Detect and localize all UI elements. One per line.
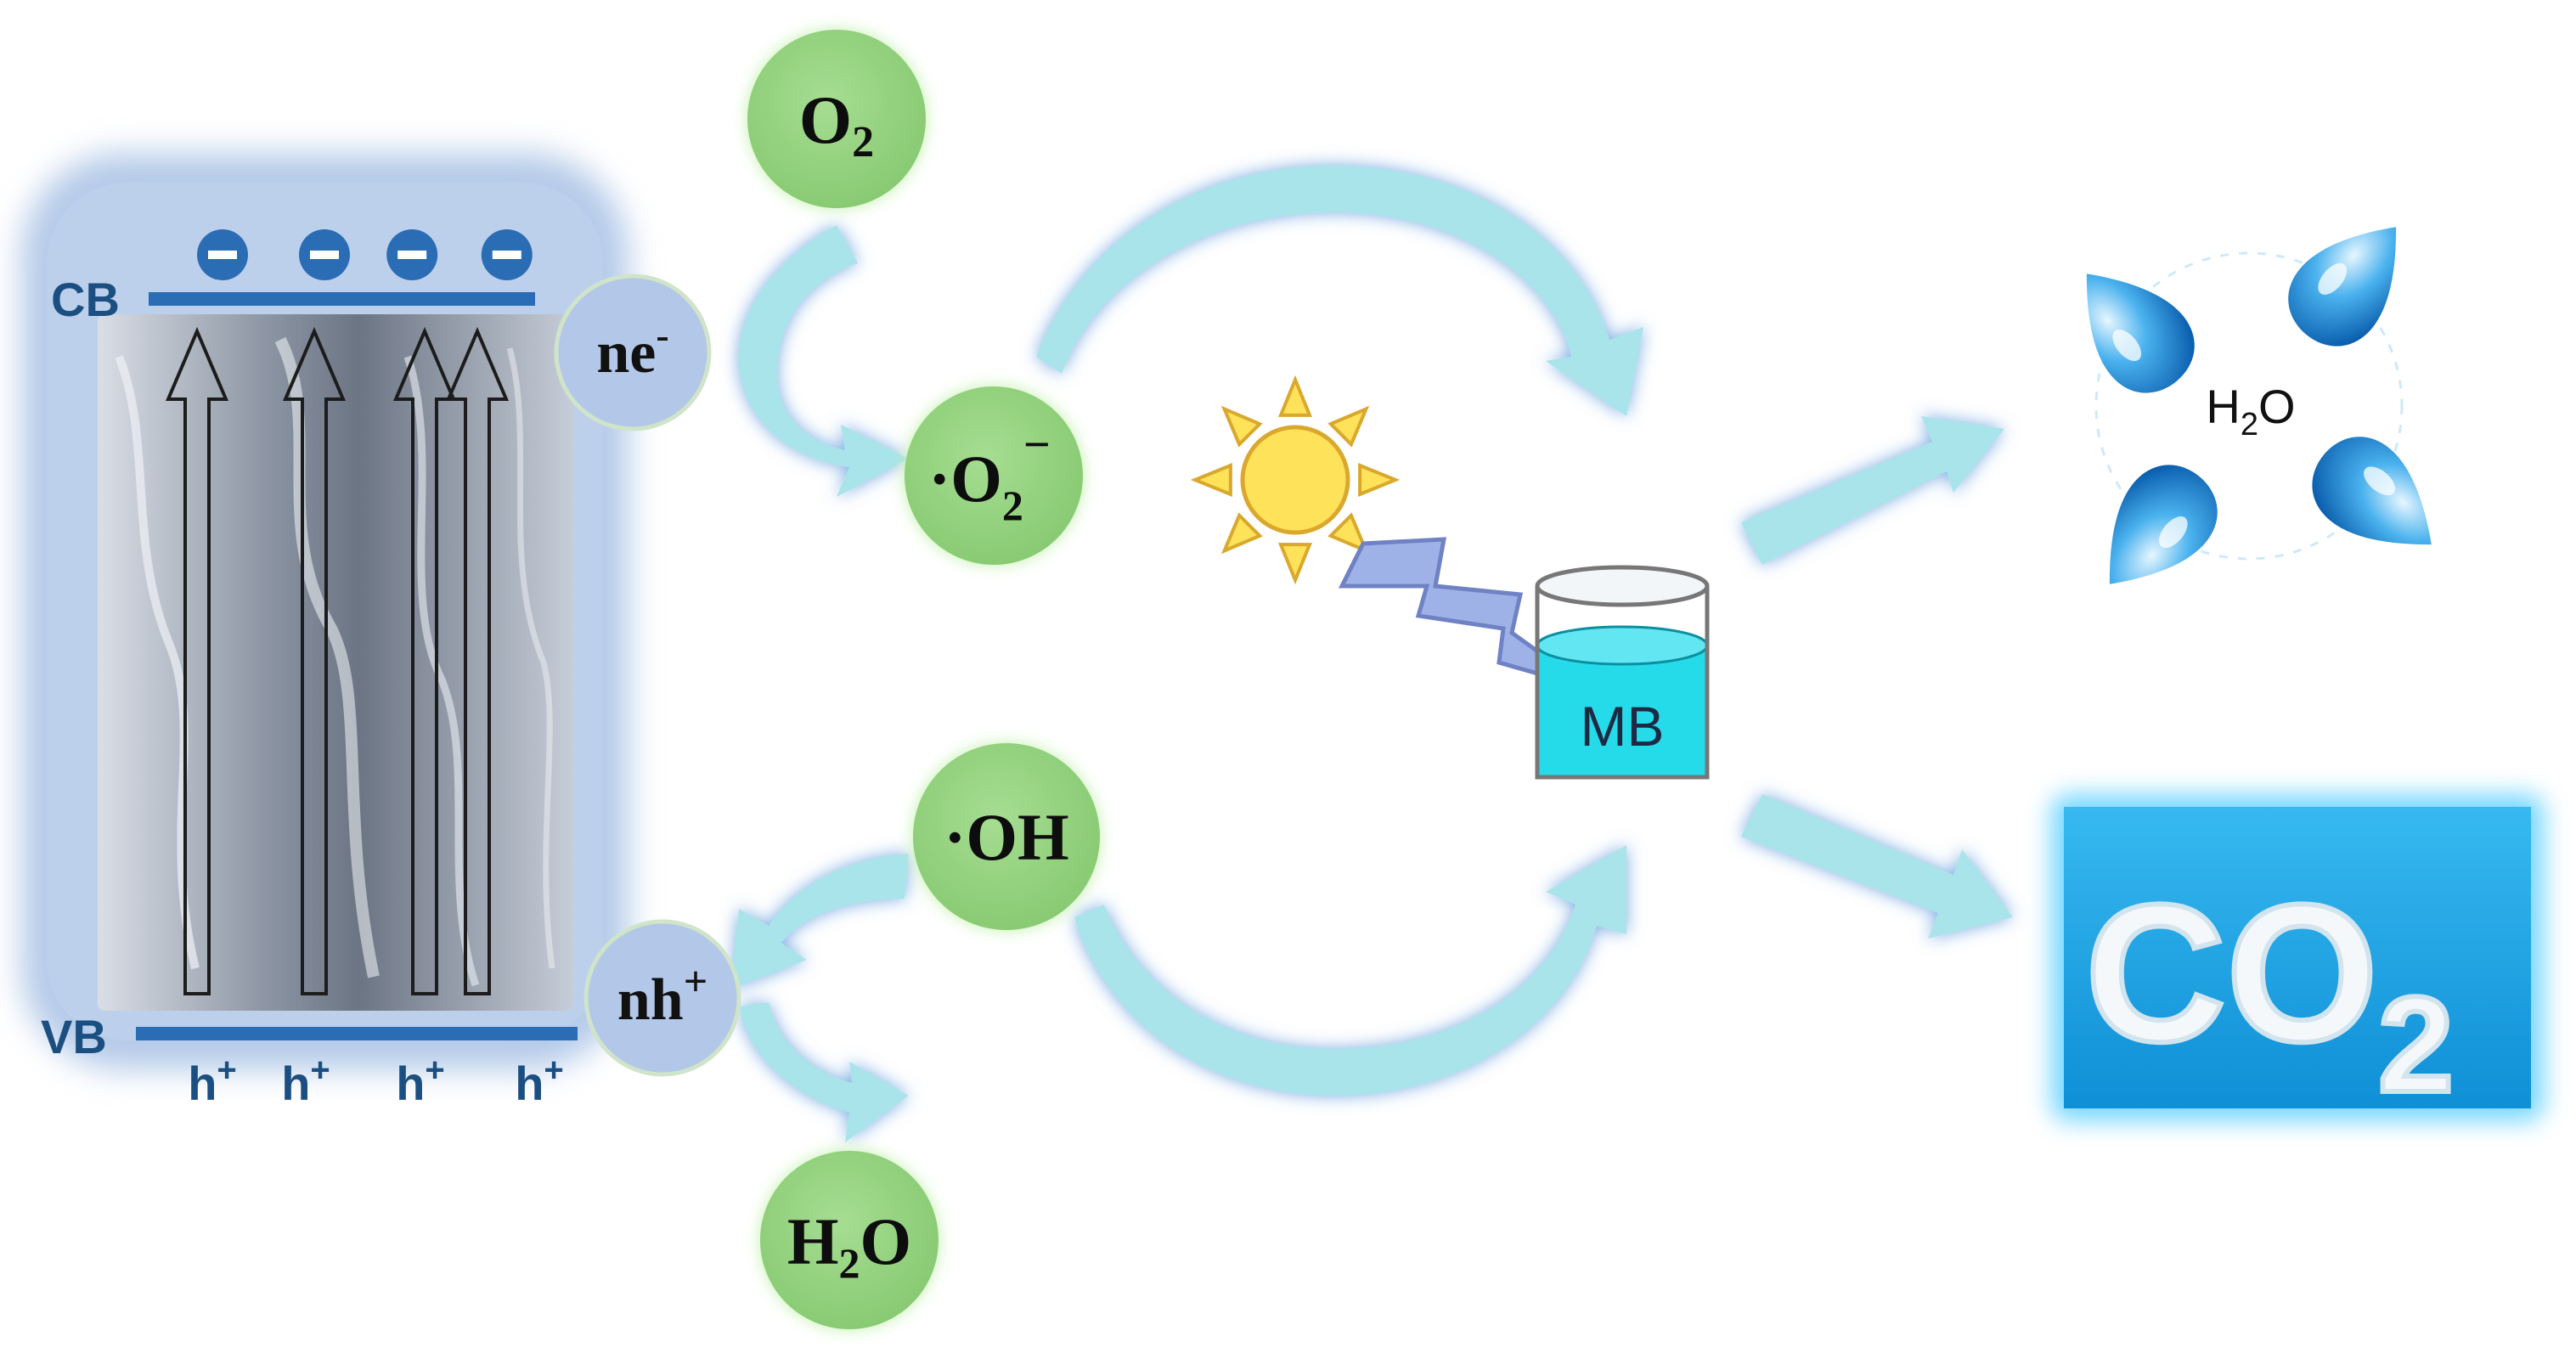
product-water-o: O — [2258, 380, 2296, 433]
hole-marker: h+ — [188, 1051, 237, 1110]
superoxide-sup: − — [1023, 419, 1051, 471]
water-label-o: O — [860, 1204, 912, 1278]
water-droplet — [2312, 437, 2432, 545]
sun-ray — [1190, 463, 1232, 497]
product-water-h: H — [2206, 380, 2240, 433]
excitation-arrow — [445, 326, 510, 995]
hole-carrier: nh+ — [583, 919, 741, 1077]
oxygen-species: O2 — [747, 30, 926, 208]
water-species: H2O — [760, 1151, 939, 1329]
arrow-mb-to-co2 — [1741, 794, 2013, 939]
svg-text:H2O: H2O — [787, 1204, 911, 1287]
water-label-h: H — [787, 1204, 839, 1278]
water-droplets-icon: H2O — [2086, 227, 2432, 584]
oxygen-label: O — [799, 83, 852, 158]
svg-text:H2O: H2O — [2206, 380, 2295, 443]
product-water-sub: 2 — [2241, 407, 2258, 443]
arrow-holes-to-water — [739, 1002, 909, 1142]
hydroxyl-label: ·OH — [944, 800, 1068, 874]
product-co2-sub: 2 — [2378, 968, 2454, 1120]
hole-marker: h+ — [281, 1051, 330, 1110]
electrons-sup: - — [656, 313, 668, 357]
arrow-o2-to-superoxide — [738, 225, 909, 497]
electron-marker — [481, 229, 533, 280]
semiconductor-panel: CB VB h+ h+ h+ h+ — [21, 153, 628, 1110]
electron-carrier: ne- — [554, 273, 712, 431]
flow-arrows — [730, 166, 2013, 1142]
electron-marker — [299, 229, 350, 280]
svg-text:O2: O2 — [799, 83, 874, 166]
arrow-hydroxyl-to-mb — [1074, 845, 1626, 1096]
hole-marker: h+ — [396, 1051, 445, 1110]
electrons-label: ne — [596, 320, 656, 386]
excitation-arrow — [282, 326, 347, 995]
sun-icon — [1190, 375, 1401, 585]
oxygen-sub: 2 — [852, 118, 874, 166]
sem-micrograph — [98, 314, 573, 1011]
excitation-arrow — [392, 326, 457, 995]
cb-label: CB — [51, 273, 120, 326]
sun-ray — [1327, 405, 1370, 448]
holes-label: nh — [617, 967, 684, 1033]
vb-label: VB — [41, 1010, 107, 1063]
sun-ray — [1327, 512, 1370, 555]
holes-sup: + — [684, 957, 708, 1005]
excitation-arrow — [165, 326, 229, 995]
sun-ray — [1220, 512, 1263, 555]
svg-text:ne-: ne- — [596, 313, 668, 386]
superoxide-label: ·O — [928, 442, 1002, 516]
sun-ray — [1220, 405, 1263, 448]
water-droplet — [2288, 227, 2397, 347]
excitation-arrows — [165, 326, 510, 995]
beaker-label: MB — [1581, 695, 1665, 758]
cloud-text-co2-icon: CO2 — [2051, 794, 2544, 1123]
arrow-hydroxyl-to-holes — [730, 854, 909, 989]
electron-marker — [386, 229, 438, 280]
sun-ray — [1278, 543, 1312, 585]
arrow-superoxide-to-mb — [1036, 166, 1643, 416]
superoxide-sub: 2 — [1002, 482, 1023, 529]
hole-marker: h+ — [515, 1051, 564, 1110]
hole-markers: h+ h+ h+ h+ — [188, 1051, 564, 1110]
electron-marker — [197, 229, 248, 280]
sun-ray — [1278, 375, 1312, 417]
product-co2-main: CO — [2085, 864, 2378, 1082]
svg-text:nh+: nh+ — [617, 957, 707, 1033]
water-droplet — [2086, 273, 2195, 393]
beaker-icon: MB — [1535, 565, 1710, 780]
water-sub: 2 — [839, 1239, 860, 1287]
sun-ray — [1358, 463, 1401, 497]
water-droplet — [2109, 465, 2218, 584]
hydroxyl-species: ·OH — [913, 743, 1100, 930]
svg-text:·O2−: ·O2− — [928, 419, 1051, 529]
arrow-mb-to-water — [1741, 416, 2004, 565]
superoxide-species: ·O2− — [905, 386, 1083, 565]
svg-text:CO2: CO2 — [2085, 864, 2454, 1120]
electron-markers — [197, 229, 533, 280]
